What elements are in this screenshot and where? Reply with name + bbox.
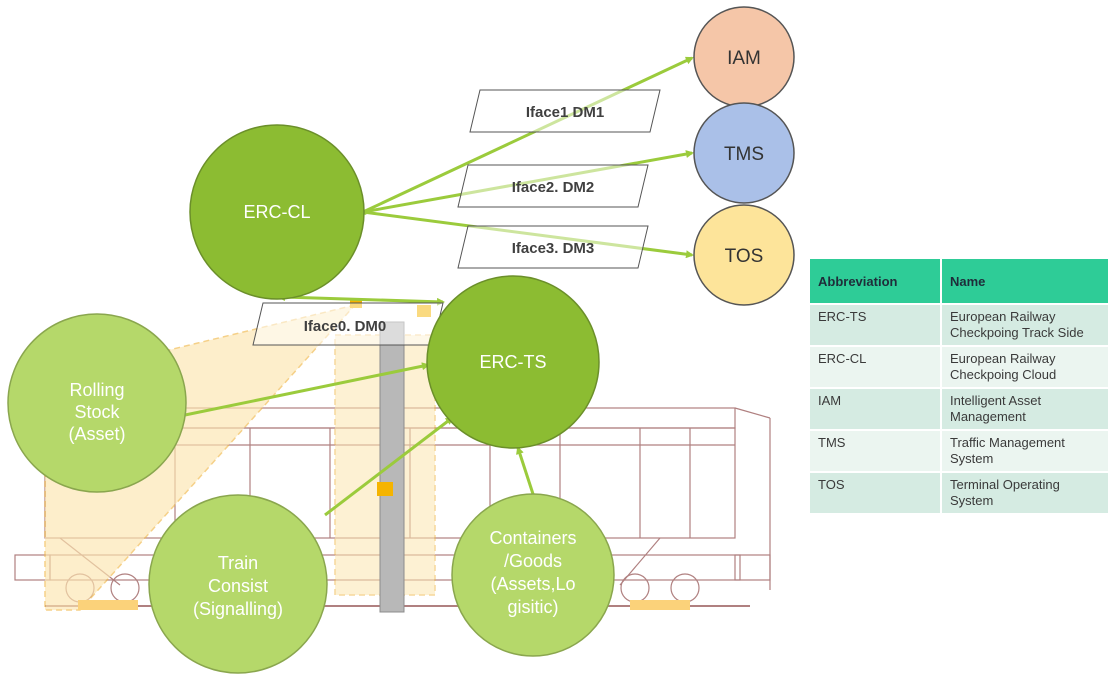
table-row: IAM Intelligent Asset Management: [810, 389, 1108, 429]
svg-text:Stock: Stock: [74, 402, 120, 422]
node-erc-cl: ERC-CL: [189, 124, 365, 300]
header-abbreviation: Abbreviation: [810, 259, 940, 303]
arrow-rolling-stock-erc-ts: [184, 362, 430, 417]
svg-text:TMS: TMS: [724, 144, 764, 165]
table-cell-abbr: ERC-TS: [810, 305, 940, 345]
table-cell-name: European Railway Checkpoing Track Side: [942, 305, 1108, 345]
svg-text:gisitic): gisitic): [507, 597, 558, 617]
iface0-box: Iface0. DM0: [252, 302, 444, 346]
abbreviation-table: Abbreviation Name ERC-TS European Railwa…: [808, 257, 1110, 515]
iface2-label: Iface2. DM2: [512, 179, 595, 196]
svg-text:/Goods: /Goods: [504, 551, 562, 571]
iface-labels: Iface1 DM1 Iface2. DM2 Iface3. DM3 Iface…: [252, 89, 661, 346]
svg-text:IAM: IAM: [727, 48, 761, 69]
iface2-box: Iface2. DM2: [457, 164, 649, 208]
table-cell-name: European Railway Checkpoing Cloud: [942, 347, 1108, 387]
svg-text:Consist: Consist: [208, 576, 268, 596]
iface1-label: Iface1 DM1: [526, 104, 604, 121]
node-iam: IAM: [693, 6, 795, 108]
table-row: TOS Terminal Operating System: [810, 473, 1108, 513]
svg-text:(Signalling): (Signalling): [193, 599, 283, 619]
node-erc-ts: ERC-TS: [426, 275, 600, 449]
iface3-label: Iface3. DM3: [512, 240, 595, 257]
arrow-erc-cl-iam: [357, 56, 694, 215]
table-cell-name: Traffic Management System: [942, 431, 1108, 471]
node-rolling-stock: Rolling Stock (Asset): [7, 313, 187, 493]
arrow-erc-cl-erc-ts: [277, 293, 445, 306]
node-train-consist: Train Consist (Signalling): [148, 494, 328, 674]
svg-text:Containers: Containers: [489, 528, 576, 548]
table-header-row: Abbreviation Name: [810, 259, 1108, 303]
svg-text:TOS: TOS: [725, 246, 764, 267]
table-cell-abbr: IAM: [810, 389, 940, 429]
svg-text:ERC-TS: ERC-TS: [480, 352, 547, 372]
header-name: Name: [942, 259, 1108, 303]
node-tos: TOS: [693, 204, 795, 306]
table-row: ERC-CL European Railway Checkpoing Cloud: [810, 347, 1108, 387]
table-row: ERC-TS European Railway Checkpoing Track…: [810, 305, 1108, 345]
node-tms: TMS: [693, 102, 795, 204]
svg-text:(Asset): (Asset): [68, 424, 125, 444]
table-cell-abbr: TOS: [810, 473, 940, 513]
table-cell-name: Terminal Operating System: [942, 473, 1108, 513]
iface1-box: Iface1 DM1: [469, 89, 661, 133]
arrow-containers-erc-ts: [516, 446, 535, 495]
node-containers: Containers /Goods (Assets,Lo gisitic): [451, 493, 615, 657]
svg-text:Rolling: Rolling: [69, 380, 124, 400]
table-cell-abbr: TMS: [810, 431, 940, 471]
table-row: TMS Traffic Management System: [810, 431, 1108, 471]
table-cell-abbr: ERC-CL: [810, 347, 940, 387]
svg-text:(Assets,Lo: (Assets,Lo: [490, 574, 575, 594]
svg-text:Train: Train: [218, 553, 258, 573]
iface3-box: Iface3. DM3: [457, 225, 649, 269]
arrow-train-consist-erc-ts: [324, 416, 454, 517]
iface0-label: Iface0. DM0: [304, 318, 387, 335]
table-cell-name: Intelligent Asset Management: [942, 389, 1108, 429]
svg-text:ERC-CL: ERC-CL: [243, 202, 310, 222]
